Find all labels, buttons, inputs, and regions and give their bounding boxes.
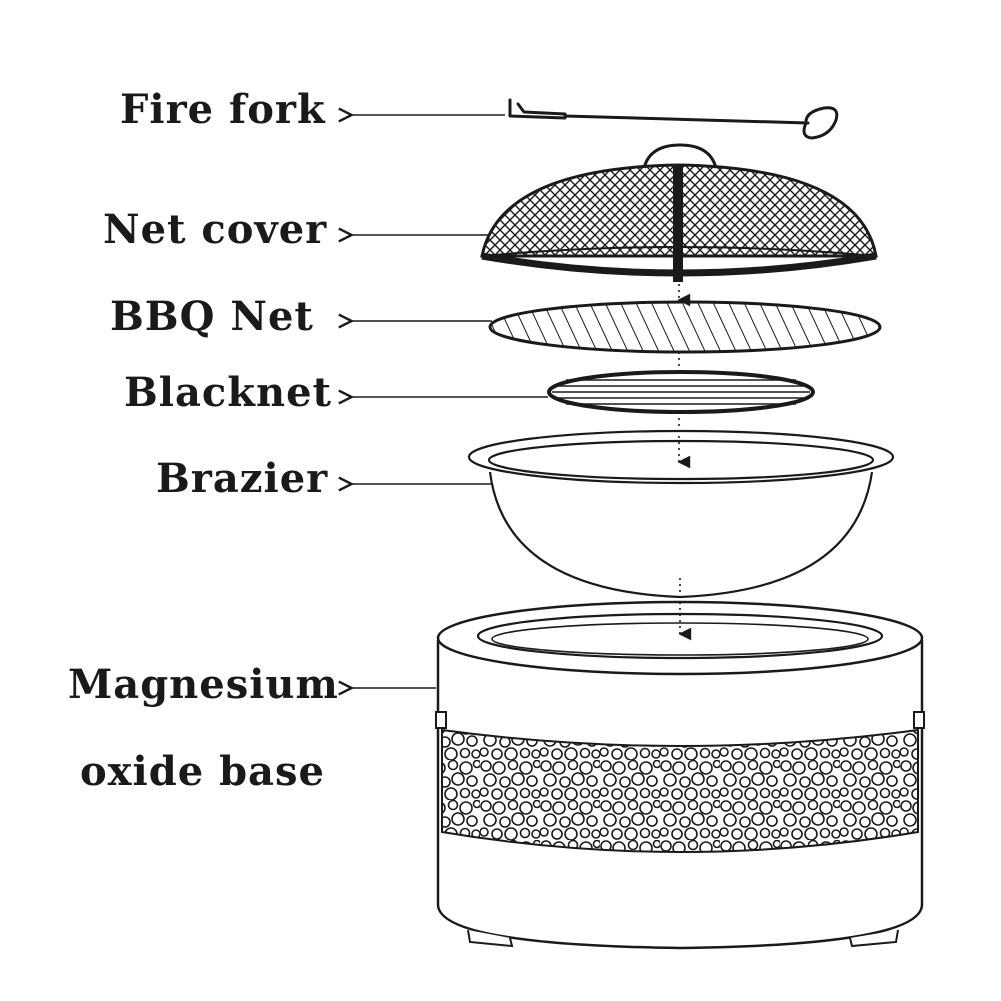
label-fire-fork: Fire fork [120, 86, 326, 133]
label-base-line2: oxide base [80, 748, 325, 795]
magnesium-oxide-base-illustration [435, 600, 925, 950]
leader-lines [350, 115, 548, 688]
label-bbq-net: BBQ Net [110, 293, 314, 340]
assembly-guides [677, 284, 692, 641]
brazier-illustration [467, 429, 895, 599]
label-base-line1: Magnesium [68, 661, 339, 708]
bbq-net-illustration [488, 300, 882, 354]
fire-fork-illustration [508, 98, 839, 140]
label-brazier: Brazier [156, 455, 329, 502]
net-cover-illustration [480, 143, 878, 282]
blacknet-illustration [547, 370, 815, 414]
label-blacknet: Blacknet [124, 369, 332, 416]
label-net-cover: Net cover [103, 206, 328, 253]
